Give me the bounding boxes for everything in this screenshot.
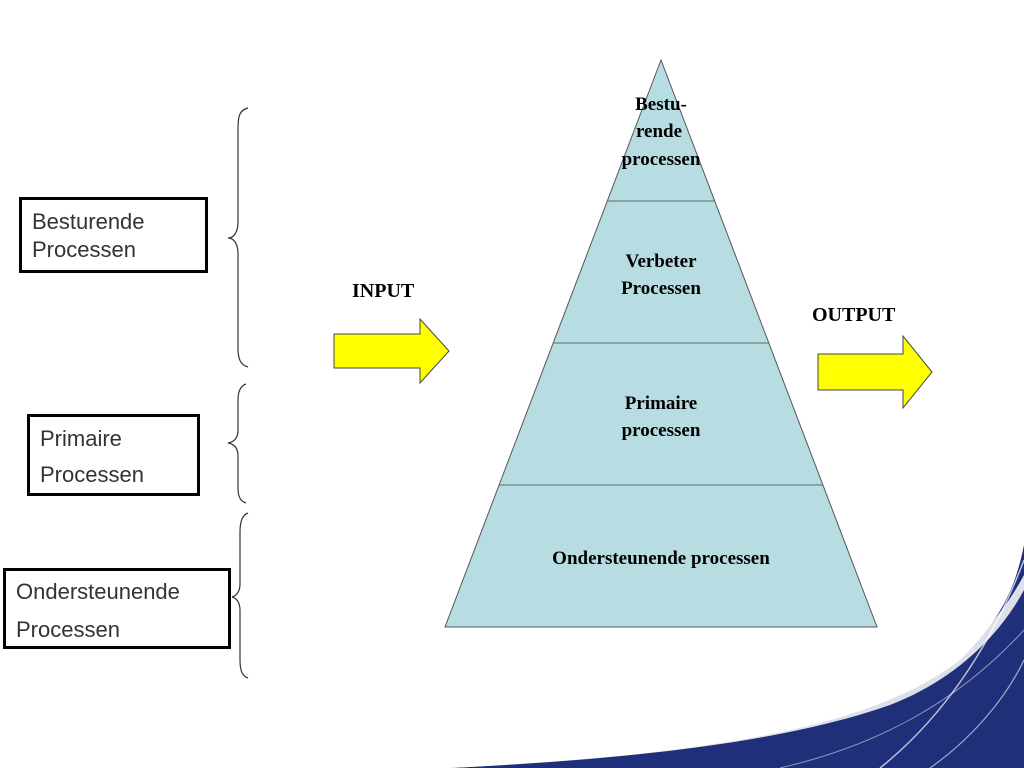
level-ondersteunende-line-1: Ondersteunende processen: [552, 548, 770, 569]
level-verbeter-line-2: Processen: [621, 278, 701, 299]
input-arrow: [333, 317, 450, 385]
primaire-line-1: Primaire: [40, 426, 122, 451]
besturende-line-1: Besturende: [32, 209, 145, 234]
level-bestu-line-3: processen: [622, 149, 701, 170]
primaire-processen-box: Primaire Processen: [27, 414, 200, 496]
level-bestu-line-1: Bestu-: [635, 94, 687, 115]
output-label: OUTPUT: [812, 304, 896, 326]
level-primaire-line-1: Primaire: [625, 393, 697, 414]
besturende-processen-box: Besturende Processen: [19, 197, 208, 273]
ondersteunende-line-2: Processen: [16, 617, 120, 642]
brace-besturende: [227, 107, 249, 368]
ondersteunende-line-1: Ondersteunende: [16, 579, 180, 604]
swoosh-line-3: [779, 629, 1024, 768]
brace-primaire: [227, 383, 247, 504]
besturende-line-2: Processen: [32, 237, 136, 262]
level-primaire-line-2: processen: [622, 420, 701, 441]
output-arrow: [817, 334, 933, 410]
input-label: INPUT: [352, 280, 415, 302]
level-bestu-line-2: rende: [636, 121, 682, 142]
swoosh-band: [450, 545, 1024, 768]
swoosh-line-1: [879, 559, 1024, 768]
brace-ondersteunende: [231, 512, 249, 679]
primaire-line-2: Processen: [40, 462, 144, 487]
ondersteunende-processen-box: Ondersteunende Processen: [3, 568, 231, 649]
swoosh-line-2: [929, 659, 1024, 768]
level-verbeter-line-1: Verbeter: [625, 251, 697, 272]
